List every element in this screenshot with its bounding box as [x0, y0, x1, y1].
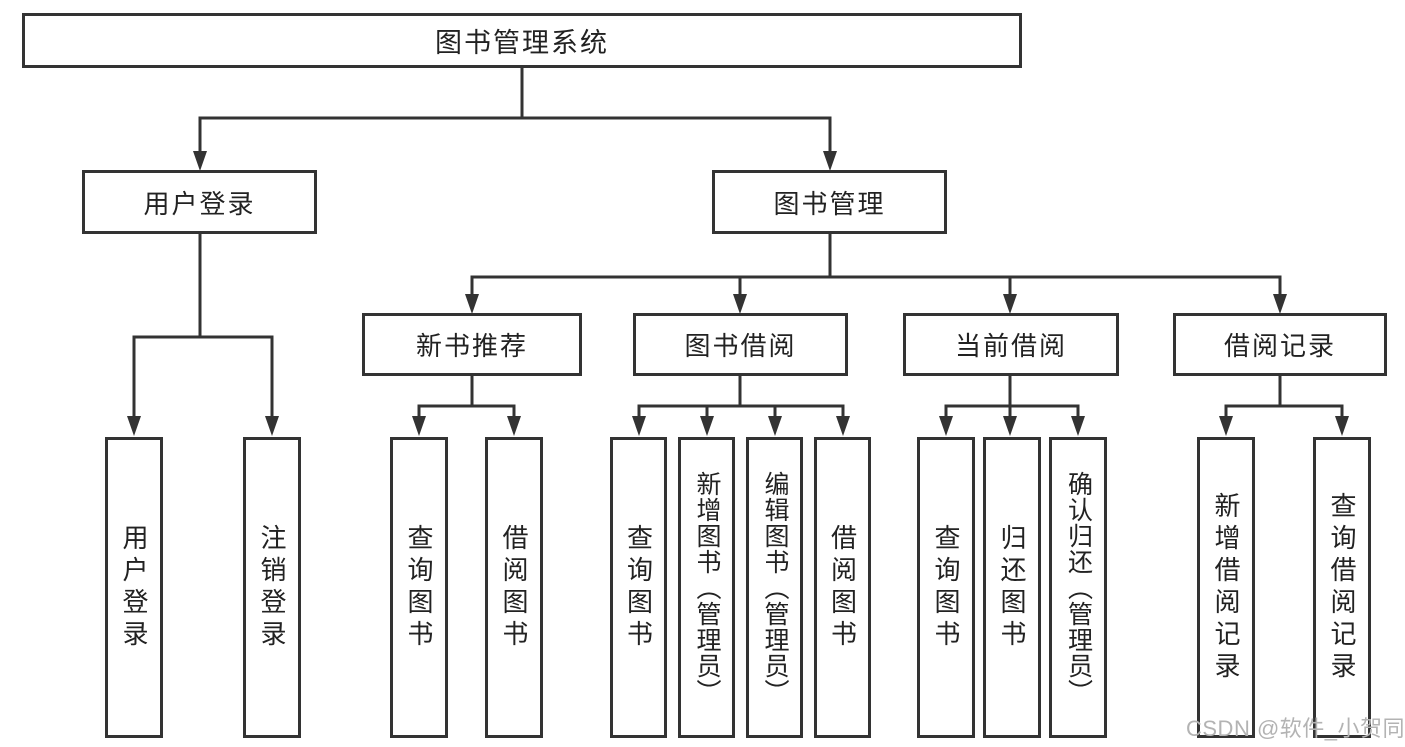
leaf-userlogin-login: 用户登录 [105, 437, 163, 738]
node-label: 用户登录 [143, 188, 256, 219]
node-label: 借阅图书 [499, 523, 529, 652]
arrowhead [1335, 416, 1349, 436]
connector-currentborrow-to-leaves [944, 376, 1080, 420]
leaf-record-query-borrow-record: 查询借阅记录 [1313, 437, 1371, 738]
node-label: 编辑图书（管理员） [761, 470, 789, 705]
arrowhead [1219, 416, 1233, 436]
arrowhead [700, 416, 714, 436]
node-new-book-recommend: 新书推荐 [362, 313, 582, 376]
leaf-bookborrow-add-book-admin: 新增图书（管理员） [678, 437, 735, 738]
leaf-userlogin-logout: 注销登录 [243, 437, 301, 738]
node-label: 确认归还（管理员） [1064, 470, 1093, 705]
arrowhead [265, 416, 279, 436]
connector-userlogin-to-leaves [132, 234, 274, 420]
node-label: 查询借阅记录 [1327, 491, 1357, 684]
node-borrowing-records: 借阅记录 [1173, 313, 1387, 376]
node-label: 注销登录 [257, 523, 287, 652]
node-label: 归还图书 [997, 523, 1027, 652]
node-current-borrowing: 当前借阅 [903, 313, 1119, 376]
node-label: 用户登录 [119, 523, 149, 652]
arrowhead [1003, 416, 1017, 436]
connector-root-to-level1 [198, 68, 832, 152]
leaf-currentborrow-query-book: 查询图书 [917, 437, 975, 738]
arrowhead [823, 151, 837, 171]
node-user-login: 用户登录 [82, 170, 317, 234]
node-label: 图书管理 [773, 188, 886, 219]
arrowhead [127, 416, 141, 436]
arrowhead [1003, 294, 1017, 314]
connector-borrowrecord-to-leaves [1224, 376, 1344, 420]
arrowhead [1273, 294, 1287, 314]
arrowhead [193, 151, 207, 171]
arrowhead [733, 294, 747, 314]
node-label: 图书借阅 [684, 331, 797, 361]
csdn-watermark: CSDN @软件_小贺同学 [1186, 716, 1405, 741]
node-label: 新增借阅记录 [1211, 491, 1241, 684]
node-label: 查询图书 [623, 523, 654, 652]
arrowhead [412, 416, 426, 436]
node-book-borrowing: 图书借阅 [633, 313, 848, 376]
arrowhead [465, 294, 479, 314]
arrowhead [507, 416, 521, 436]
arrowhead [632, 416, 646, 436]
leaf-record-add-borrow-record: 新增借阅记录 [1197, 437, 1255, 738]
leaf-bookborrow-query-book: 查询图书 [610, 437, 667, 738]
leaf-bookborrow-edit-book-admin: 编辑图书（管理员） [746, 437, 803, 738]
node-label: 借阅图书 [827, 523, 858, 652]
node-root-system: 图书管理系统 [22, 13, 1022, 68]
arrowhead [768, 416, 782, 436]
arrowhead [1071, 416, 1085, 436]
connector-newbook-to-leaves [417, 376, 516, 420]
node-label: 当前借阅 [954, 331, 1067, 361]
leaf-newbook-borrow-book: 借阅图书 [485, 437, 543, 738]
connector-bookmgmt-to-level2 [470, 234, 1282, 296]
leaf-currentborrow-confirm-return-admin: 确认归还（管理员） [1049, 437, 1107, 738]
leaf-currentborrow-return-book: 归还图书 [983, 437, 1041, 738]
node-label: 新书推荐 [415, 331, 528, 361]
node-label: 查询图书 [404, 523, 434, 652]
node-label: 查询图书 [931, 523, 961, 652]
node-label: 新增图书（管理员） [693, 470, 721, 705]
leaf-bookborrow-borrow-book: 借阅图书 [814, 437, 871, 738]
node-label: 图书管理系统 [435, 28, 609, 58]
node-label: 借阅记录 [1223, 331, 1336, 361]
node-book-management: 图书管理 [712, 170, 947, 234]
connector-bookborrow-to-leaves [637, 376, 845, 420]
arrowhead [836, 416, 850, 436]
leaf-newbook-query-book: 查询图书 [390, 437, 448, 738]
arrowhead [939, 416, 953, 436]
